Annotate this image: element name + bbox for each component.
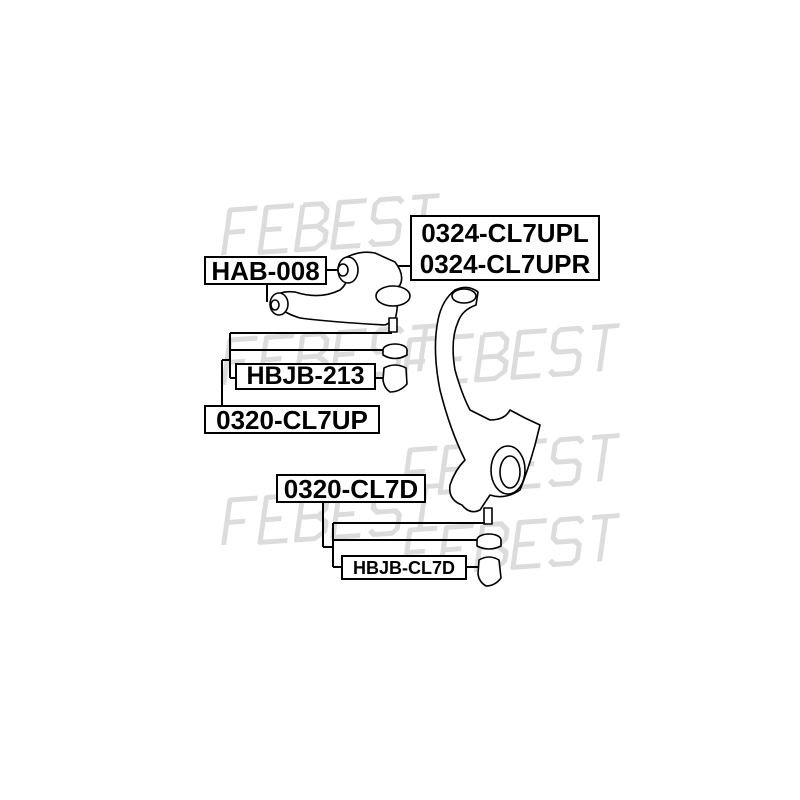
part-number-0320-cl7d: 0320-CL7D <box>276 474 426 503</box>
part-number-0320-cl7up: 0320-CL7UP <box>204 405 380 434</box>
part-number-0324-cl7upl: 0324-CL7UPL <box>421 217 589 248</box>
ball-joint-housing <box>375 285 411 307</box>
part-number-0324-cl7upr: 0324-CL7UPR <box>419 248 591 279</box>
lower-boot <box>477 556 502 587</box>
part-number-hab-008: HAB-008 <box>204 256 327 285</box>
part-number-hbjb-cl7d: HBJB-CL7D <box>341 555 467 580</box>
watermark-logo <box>221 193 440 256</box>
part-number-hbjb-213: HBJB-213 <box>235 363 376 390</box>
leader-lines <box>221 265 485 568</box>
upper-boot <box>382 364 408 393</box>
label-box-0324: 0324-CL7UPL 0324-CL7UPR <box>410 215 600 281</box>
upper-control-arm <box>271 251 403 326</box>
